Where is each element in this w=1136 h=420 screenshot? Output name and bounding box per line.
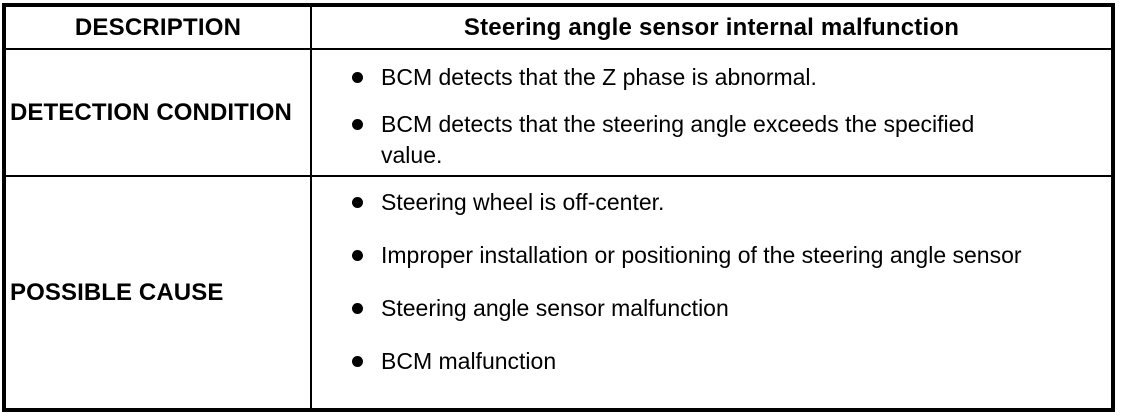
description-header-label: DESCRIPTION	[74, 13, 242, 41]
list-item: BCM malfunction	[352, 346, 1087, 377]
list-item: Steering wheel is off-center.	[352, 187, 1087, 218]
dtc-description-table: DESCRIPTION Steering angle sensor intern…	[2, 3, 1115, 412]
cause-bullet-bcm-malfunction: BCM malfunction	[381, 348, 557, 374]
header-cell-description: DESCRIPTION	[6, 7, 312, 50]
list-item: BCM detects that the steering angle exce…	[352, 109, 1087, 171]
list-item: Steering angle sensor malfunction	[352, 293, 1087, 324]
row-label-detection-condition: DETECTION CONDITION	[6, 50, 312, 177]
bullet-icon	[352, 72, 363, 83]
bullet-icon	[352, 197, 363, 208]
cause-bullet-sensor-malfunction: Steering angle sensor malfunction	[381, 295, 729, 321]
detection-bullet-angle-exceeds: BCM detects that the steering angle exce…	[381, 111, 975, 168]
cause-bullet-off-center: Steering wheel is off-center.	[381, 189, 665, 215]
cause-bullet-improper-installation: Improper installation or positioning of …	[381, 242, 1022, 268]
header-cell-dtc-title: Steering angle sensor internal malfuncti…	[312, 7, 1111, 50]
list-item: Improper installation or positioning of …	[352, 240, 1087, 271]
possible-cause-content: Steering wheel is off-center. Improper i…	[312, 177, 1111, 408]
dtc-title-label: Steering angle sensor internal malfuncti…	[463, 13, 960, 41]
possible-cause-label: POSSIBLE CAUSE	[10, 278, 224, 306]
detection-bullet-z-phase: BCM detects that the Z phase is abnormal…	[381, 64, 817, 90]
row-label-possible-cause: POSSIBLE CAUSE	[6, 177, 312, 408]
list-item: BCM detects that the Z phase is abnormal…	[352, 62, 1087, 93]
bullet-icon	[352, 250, 363, 261]
bullet-icon	[352, 119, 363, 130]
bullet-icon	[352, 356, 363, 367]
detection-condition-label: DETECTION CONDITION	[10, 98, 292, 126]
bullet-icon	[352, 303, 363, 314]
detection-condition-content: BCM detects that the Z phase is abnormal…	[312, 50, 1111, 177]
